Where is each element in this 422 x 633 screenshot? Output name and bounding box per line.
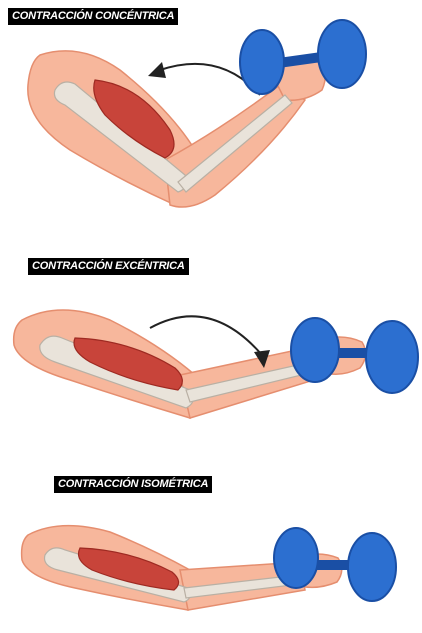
curved-arrow-icon xyxy=(150,316,262,355)
panel-isometric: CONTRACCIÓN ISOMÉTRICA xyxy=(0,470,422,633)
panel-concentric: CONTRACCIÓN CONCÉNTRICA xyxy=(0,0,422,215)
dumbbell-icon xyxy=(291,318,418,393)
concentric-arm-illustration xyxy=(0,0,422,215)
curved-arrow-head xyxy=(148,62,166,78)
eccentric-arm-illustration xyxy=(0,250,422,450)
panel-eccentric: CONTRACCIÓN EXCÉNTRICA xyxy=(0,250,422,450)
isometric-arm-illustration xyxy=(0,470,422,633)
